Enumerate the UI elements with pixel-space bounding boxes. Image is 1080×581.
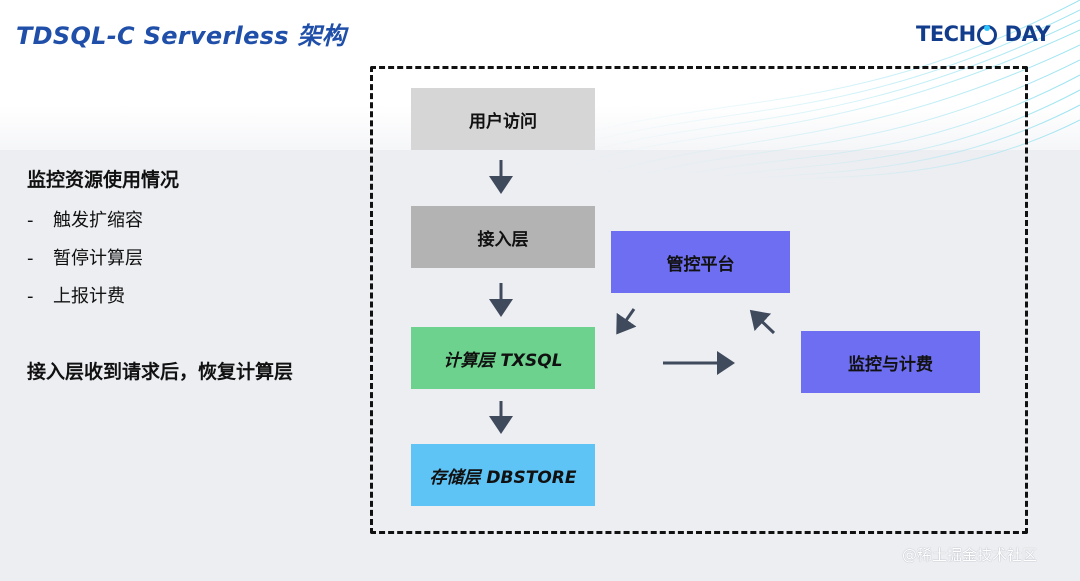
logo-ring-icon — [976, 25, 997, 45]
node-label: 接入层 — [477, 229, 529, 250]
node-user-access: 用户访问 — [411, 88, 595, 150]
bullet-dash: - — [27, 248, 34, 269]
node-control-platform: 管控平台 — [611, 231, 790, 293]
bullet-item: -触发扩缩容 — [27, 206, 143, 232]
node-compute-layer: 计算层 TXSQL — [411, 327, 595, 389]
bullet-text: 上报计费 — [53, 286, 125, 307]
bullet-dash: - — [27, 286, 34, 307]
techo-day-logo: TECH DAY — [916, 22, 1051, 46]
resume-note: 接入层收到请求后，恢复计算层 — [27, 361, 294, 383]
node-label: 监控与计费 — [848, 354, 933, 375]
bullet-text: 触发扩缩容 — [53, 210, 143, 231]
bullet-item: -上报计费 — [27, 282, 125, 308]
node-label: 管控平台 — [666, 254, 735, 275]
node-label: 用户访问 — [469, 111, 537, 132]
node-label: 存储层 DBSTORE — [429, 467, 577, 488]
monitor-heading: 监控资源使用情况 — [27, 169, 180, 191]
watermark: @稀土掘金技术社区 — [902, 546, 1038, 564]
bullet-dash: - — [27, 210, 34, 231]
bullet-text: 暂停计算层 — [53, 248, 143, 269]
node-access-layer: 接入层 — [411, 206, 595, 268]
node-label: 计算层 TXSQL — [443, 350, 563, 371]
page-title: TDSQL-C Serverless 架构 — [16, 22, 347, 50]
logo-text-day: DAY — [1004, 22, 1051, 46]
node-monitor-billing: 监控与计费 — [801, 331, 980, 393]
serverless-boundary — [370, 66, 1028, 534]
bullet-item: -暂停计算层 — [27, 244, 143, 270]
node-storage-layer: 存储层 DBSTORE — [411, 444, 595, 506]
logo-text-tech: TECH — [916, 22, 976, 46]
